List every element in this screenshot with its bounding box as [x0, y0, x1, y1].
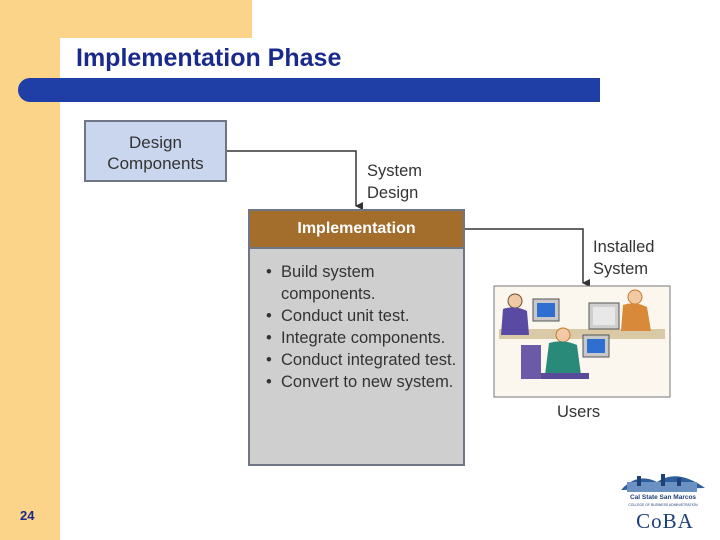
users-label: Users: [557, 403, 601, 421]
step-item: Build system components.: [264, 261, 459, 305]
logo-line1: Cal State San Marcos: [630, 494, 696, 501]
step-item: Integrate components.: [264, 327, 459, 349]
implementation-title: Implementation: [297, 220, 416, 237]
installed-system-label: Installed System: [593, 238, 655, 278]
accent-band-top: [0, 0, 252, 38]
step-item: Conduct unit test.: [264, 305, 459, 327]
design-components-label: Design Components: [107, 133, 204, 173]
implementation-header: Implementation: [250, 211, 463, 249]
logo-wordmark: CoBA: [636, 509, 694, 533]
arrow-implementation-to-installed: [465, 228, 590, 287]
implementation-box: Implementation Build system components. …: [248, 209, 465, 466]
title-underline-bar: [18, 78, 600, 102]
step-item: Conduct integrated test.: [264, 349, 459, 371]
page-number: 24: [20, 508, 35, 523]
slide-title: Implementation Phase: [76, 44, 342, 72]
arrow-design-to-implementation: [227, 150, 363, 210]
users-illustration: [493, 285, 671, 398]
coba-logo: Cal State San Marcos COLLEGE OF BUSINESS…: [621, 474, 705, 507]
step-item: Convert to new system.: [264, 371, 459, 393]
logo-line2: COLLEGE OF BUSINESS ADMINISTRATION: [628, 503, 698, 507]
title-area: [60, 38, 600, 78]
implementation-steps: Build system components. Conduct unit te…: [264, 261, 459, 393]
design-components-box: Design Components: [84, 120, 227, 182]
system-design-label: System Design: [367, 162, 423, 202]
